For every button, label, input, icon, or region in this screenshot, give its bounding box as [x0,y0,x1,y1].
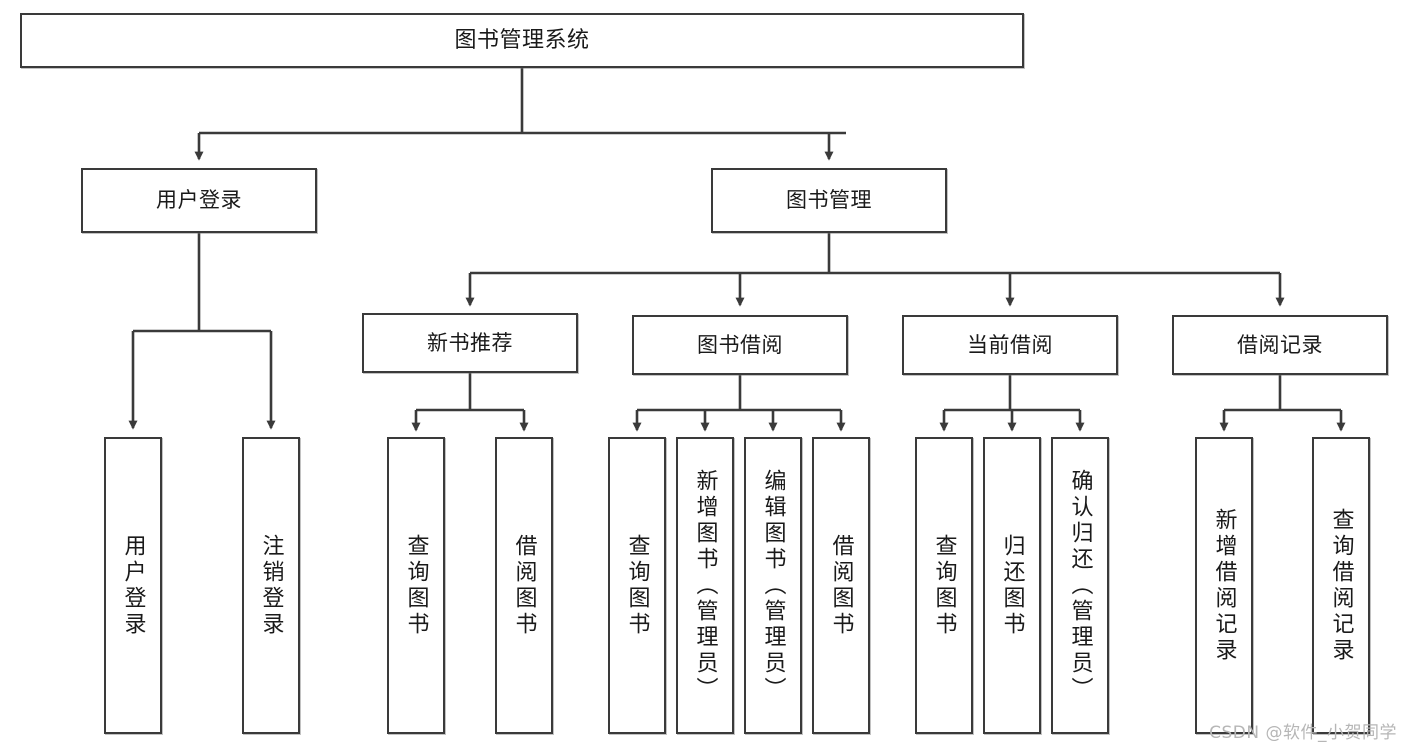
leaf-borrow-record-query-record[interactable]: 查询借阅记录 [1312,437,1370,734]
leaf-book-borrow-edit-book-admin[interactable]: 编辑图书（管理员） [744,437,802,734]
node-label: 借阅图书 [828,533,854,638]
node-label: 新书推荐 [427,330,513,355]
node-root-book-management-system[interactable]: 图书管理系统 [20,13,1024,68]
node-label: 新增图书（管理员） [692,468,718,703]
node-label: 查询借阅记录 [1328,507,1354,664]
node-label: 查询图书 [403,533,429,638]
leaf-new-book-borrow-book[interactable]: 借阅图书 [495,437,553,734]
node-book-borrowing[interactable]: 图书借阅 [632,315,848,375]
node-label: 图书管理 [786,188,872,213]
leaf-book-borrow-add-book-admin[interactable]: 新增图书（管理员） [676,437,734,734]
csdn-watermark: CSDN @软件_小贺同学 [1209,723,1397,743]
node-label: 新增借阅记录 [1211,507,1237,664]
node-borrowing-record[interactable]: 借阅记录 [1172,315,1388,375]
node-label: 借阅记录 [1237,332,1323,357]
node-current-borrowing[interactable]: 当前借阅 [902,315,1118,375]
node-label: 图书借阅 [697,332,783,357]
leaf-current-borrow-return-book[interactable]: 归还图书 [983,437,1041,734]
node-label: 确认归还（管理员） [1067,468,1093,703]
leaf-current-borrow-query-book[interactable]: 查询图书 [915,437,973,734]
node-label: 查询图书 [624,533,650,638]
node-label: 用户登录 [156,188,242,213]
leaf-new-book-query-book[interactable]: 查询图书 [387,437,445,734]
node-label: 当前借阅 [967,332,1053,357]
node-new-book-recommendation[interactable]: 新书推荐 [362,313,578,373]
leaf-user-login-login[interactable]: 用户登录 [104,437,162,734]
node-label: 编辑图书（管理员） [760,468,786,703]
leaf-book-borrow-borrow-book[interactable]: 借阅图书 [812,437,870,734]
node-label: 借阅图书 [511,533,537,638]
node-label: 用户登录 [120,533,146,638]
leaf-book-borrow-query-book[interactable]: 查询图书 [608,437,666,734]
node-label: 查询图书 [931,533,957,638]
leaf-user-login-logout[interactable]: 注销登录 [242,437,300,734]
node-user-login[interactable]: 用户登录 [81,168,317,233]
node-label: 归还图书 [999,533,1025,638]
leaf-borrow-record-add-record[interactable]: 新增借阅记录 [1195,437,1253,734]
node-label: 图书管理系统 [454,27,590,53]
node-book-management[interactable]: 图书管理 [711,168,947,233]
node-label: 注销登录 [258,533,284,638]
leaf-current-borrow-confirm-return-admin[interactable]: 确认归还（管理员） [1051,437,1109,734]
